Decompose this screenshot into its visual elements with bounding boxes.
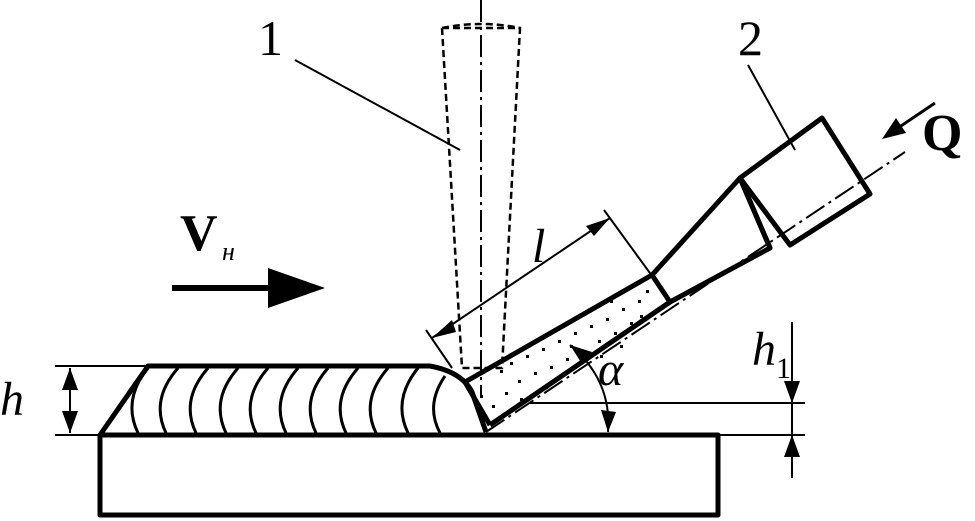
filler-tube bbox=[462, 115, 873, 428]
flow-arrow bbox=[882, 101, 936, 139]
label-speed-sub: н bbox=[222, 237, 235, 266]
label-height1: h bbox=[752, 323, 776, 376]
label-height1-sub: 1 bbox=[776, 352, 791, 385]
powder-fill bbox=[480, 290, 649, 408]
weld-ripples bbox=[130, 367, 447, 434]
electrode-leader bbox=[294, 59, 461, 151]
label-electrode: 1 bbox=[258, 10, 283, 66]
label-speed: V bbox=[180, 205, 218, 262]
height-dimension bbox=[55, 365, 148, 436]
base-plate bbox=[97, 432, 721, 518]
label-angle: α bbox=[598, 343, 624, 396]
speed-arrow bbox=[172, 268, 325, 308]
nozzle-leader bbox=[747, 64, 796, 151]
electrode bbox=[440, 0, 522, 395]
tube-axis bbox=[485, 151, 906, 433]
label-height: h bbox=[0, 373, 24, 426]
height1-dimension bbox=[530, 322, 805, 478]
label-nozzle: 2 bbox=[738, 10, 763, 66]
angle-dimension bbox=[569, 344, 616, 433]
label-length: l bbox=[532, 220, 545, 273]
length-dimension bbox=[425, 209, 656, 369]
label-flow: Q bbox=[922, 105, 962, 162]
